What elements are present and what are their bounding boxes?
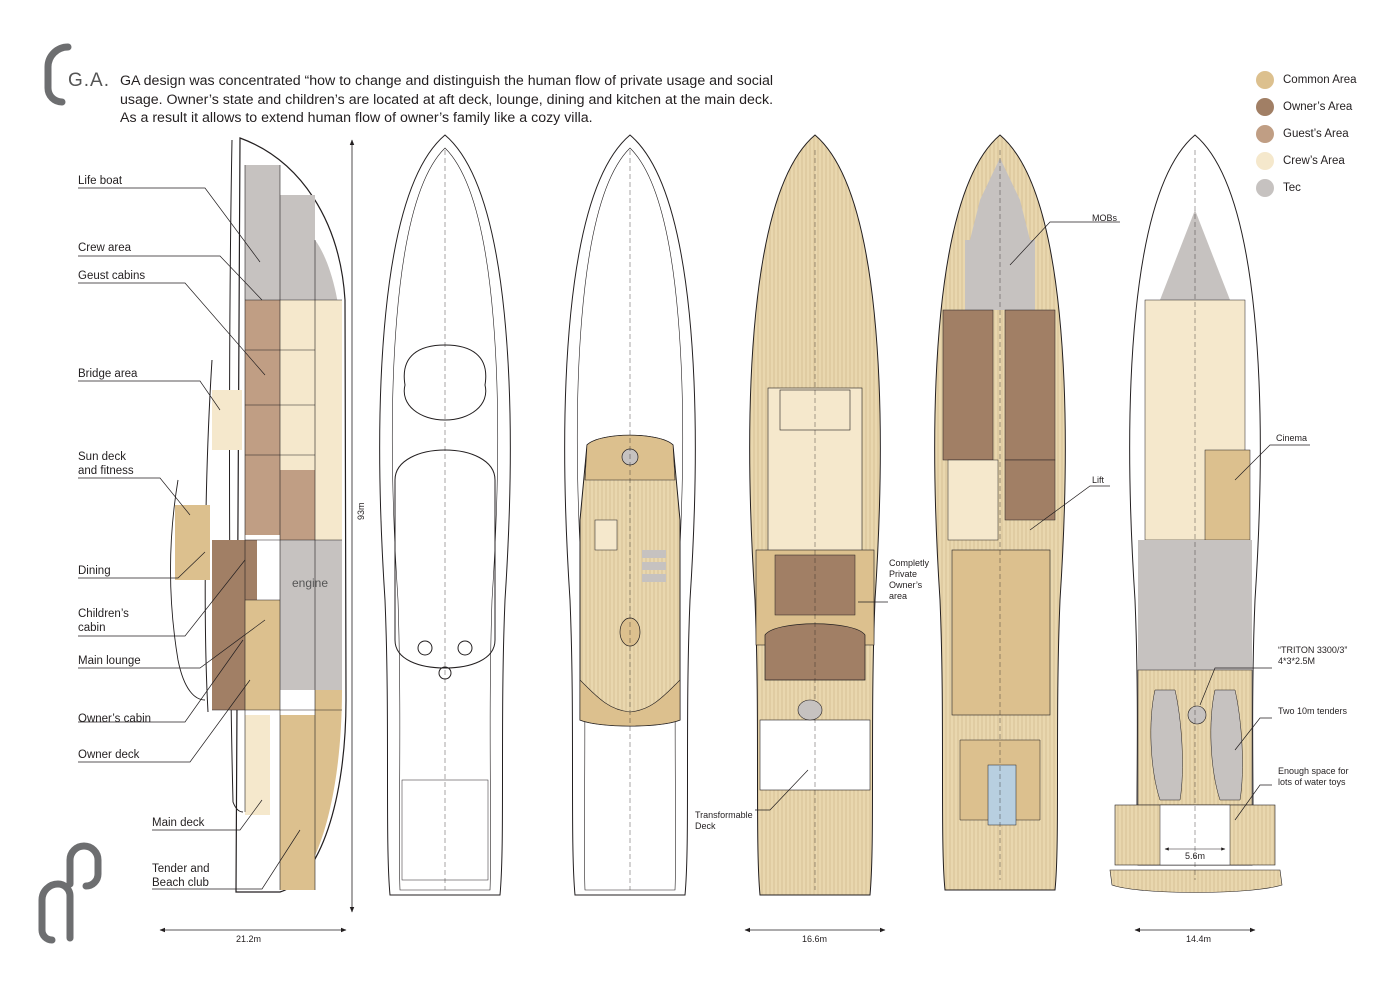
label-main-deck: Main deck [152, 817, 205, 829]
label-private-owner-area: Completly Private Owner’s area [889, 558, 930, 601]
legend-item-guest: Guest’s Area [1256, 124, 1349, 144]
label-lift: Lift [1092, 475, 1105, 485]
label-life-boat: Life boat [78, 175, 123, 187]
swatch-owner-icon [1256, 98, 1274, 116]
section-title: G.A. [68, 70, 111, 91]
label-sun-deck: Sun deck and fitness [78, 451, 134, 477]
dim-width-tender: 14.4m [1186, 934, 1212, 944]
intro-paragraph: GA design was concentrated “how to chang… [120, 73, 774, 126]
label-guest-cabins: Geust cabins [78, 270, 146, 282]
label-tenders: Two 10m tenders [1278, 706, 1348, 716]
profile-leader-lines [78, 187, 301, 890]
plan-main-deck [744, 134, 888, 933]
plan-lower-deck [934, 134, 1120, 891]
legend-item-crew: Crew’s Area [1256, 151, 1345, 171]
legend-item-owner: Owner’s Area [1256, 97, 1352, 117]
swatch-tec-icon [1256, 179, 1274, 197]
dim-width-profile: 21.2m [236, 934, 262, 944]
plan-sun-deck [564, 134, 696, 896]
label-crew-area: Crew area [78, 242, 132, 254]
label-tender-beach-club: Tender and Beach club [152, 863, 210, 889]
label-transformable-deck: Transformable Deck [695, 810, 753, 831]
logo-c-icon [44, 43, 72, 106]
label-dining: Dining [78, 565, 111, 577]
legend-label: Crew’s Area [1283, 155, 1345, 167]
plan-tender-deck [1109, 134, 1310, 933]
label-triton: “TRITON 3300/3” 4*3*2.5M [1278, 645, 1348, 666]
dim-length: 93m [356, 502, 366, 520]
label-main-lounge: Main lounge [78, 655, 141, 667]
dim-width-main: 16.6m [802, 934, 828, 944]
swatch-crew-icon [1256, 152, 1274, 170]
label-cinema: Cinema [1276, 433, 1308, 443]
legend-label: Guest’s Area [1283, 128, 1349, 140]
legend-item-common: Common Area [1256, 70, 1357, 90]
label-owner-deck: Owner deck [78, 749, 140, 761]
profile-view: engine [159, 137, 355, 933]
label-water-toys: Enough space for lots of water toys [1278, 766, 1349, 787]
label-mobs: MOBs [1092, 213, 1118, 223]
legend-item-tec: Tec [1256, 178, 1301, 198]
brand-logo-icon [38, 842, 102, 944]
dim-tender-gap: 5.6m [1185, 851, 1206, 861]
legend-label: Tec [1283, 182, 1301, 194]
label-owners-cabin: Owner’s cabin [78, 713, 152, 725]
legend-label: Owner’s Area [1283, 101, 1353, 113]
label-childrens-cabin: Children’s cabin [78, 608, 129, 634]
plan-outline-1 [379, 134, 511, 896]
swatch-guest-icon [1256, 125, 1274, 143]
label-bridge-area: Bridge area [78, 368, 138, 380]
swatch-common-icon [1256, 71, 1274, 89]
legend-label: Common Area [1283, 74, 1357, 86]
engine-label: engine [292, 576, 328, 590]
